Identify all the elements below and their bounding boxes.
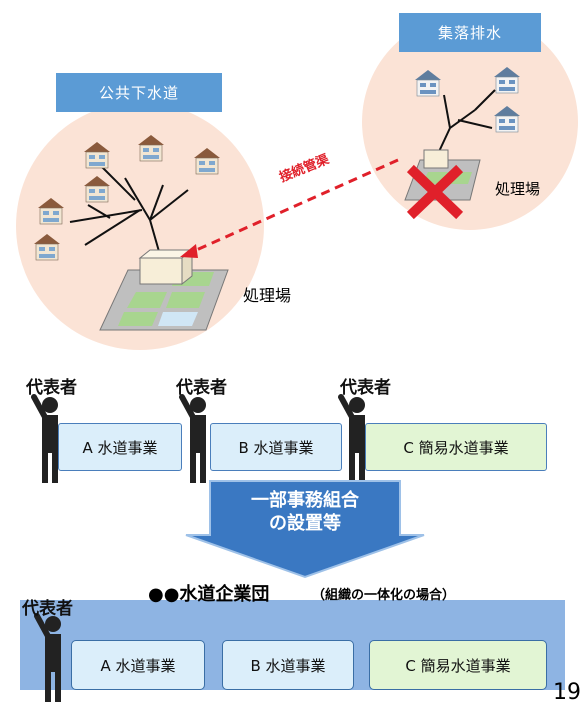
village-drain-label: 集落排水 — [399, 13, 541, 52]
treatment-plant-icon — [99, 248, 229, 331]
enterprise-subtitle: （組織の一体化の場合） — [312, 588, 456, 603]
public-sewer-label: 公共下水道 — [56, 73, 222, 112]
arrow-label-line1: 一部事務組合 — [251, 490, 359, 511]
sewer-diagram — [16, 14, 578, 350]
public-sewer-pipes — [69, 164, 189, 256]
page-number: 19 — [553, 680, 581, 705]
closed-cross-icon — [406, 164, 464, 220]
merged-business-c-box: C 簡易水道事業 — [369, 640, 547, 690]
business-c-box: C 簡易水道事業 — [365, 423, 547, 471]
representative-label-enterprise: 代表者 — [22, 599, 73, 619]
representative-person-icon — [34, 397, 58, 483]
merged-business-a-box: A 水道事業 — [71, 640, 205, 690]
village-drain-pipes — [435, 89, 496, 159]
representative-person-icon — [341, 397, 365, 483]
representative-label-b: 代表者 — [176, 378, 227, 398]
merge-arrow — [185, 480, 425, 579]
business-b-box: B 水道事業 — [210, 423, 342, 471]
village-treatment-plant-label: 処理場 — [495, 180, 541, 198]
representative-person-icon — [182, 397, 206, 483]
arrow-label-line2: の設置等 — [269, 513, 341, 534]
merged-business-b-box: B 水道事業 — [222, 640, 354, 690]
representative-label-a: 代表者 — [26, 378, 77, 398]
connection-pipe-arrow — [180, 158, 399, 258]
enterprise-title: ●●水道企業団 — [148, 584, 270, 605]
representative-label-c: 代表者 — [340, 378, 391, 398]
treatment-plant-label: 処理場 — [243, 286, 292, 305]
business-a-box: A 水道事業 — [58, 423, 182, 471]
